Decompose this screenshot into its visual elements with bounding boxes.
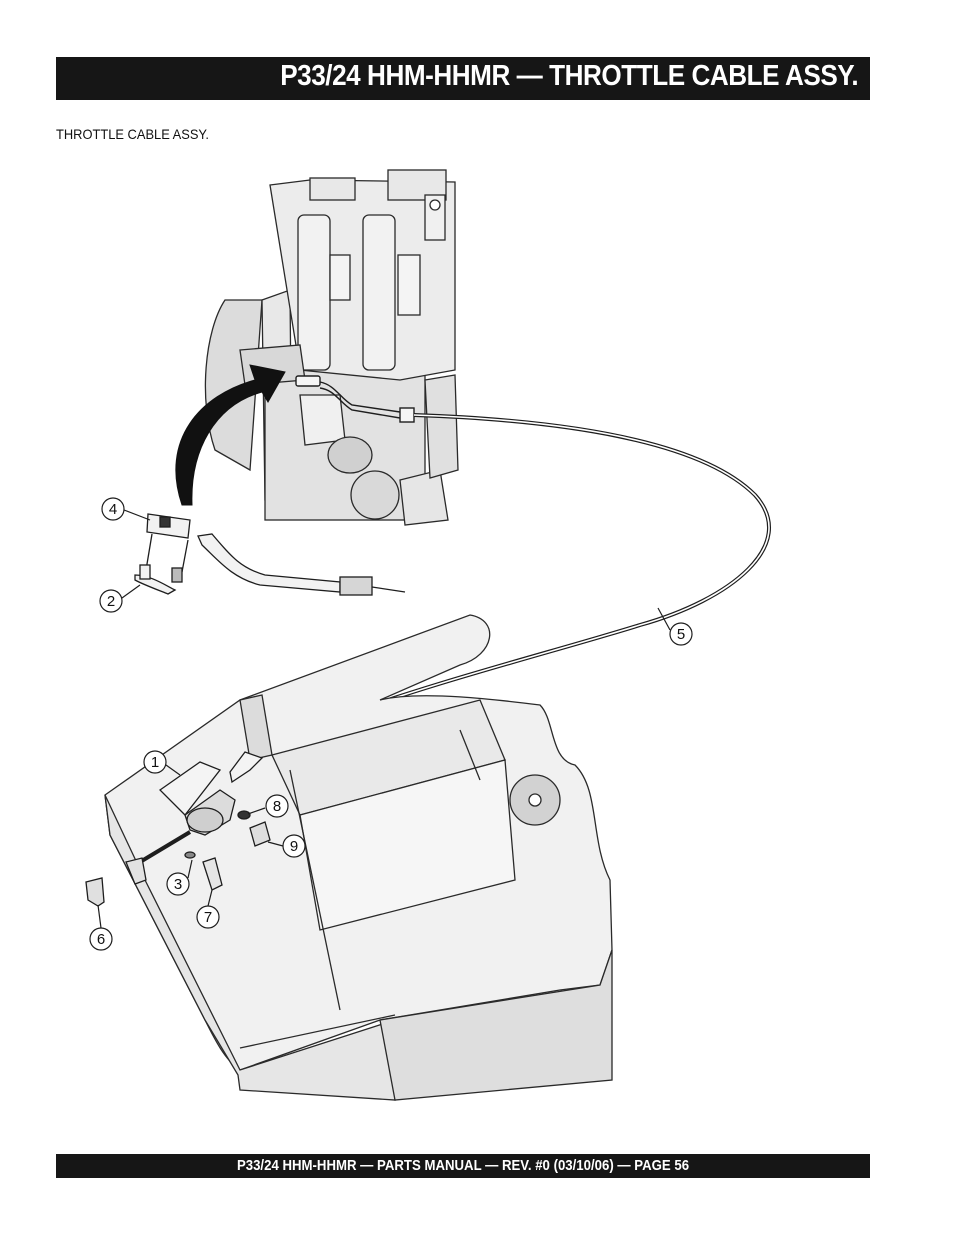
callout-1: 1 xyxy=(151,754,159,771)
callout-8: 8 xyxy=(273,798,281,815)
callout-4: 4 xyxy=(109,501,117,518)
header-bar: P33/24 HHM-HHMR — THROTTLE CABLE ASSY. xyxy=(56,57,870,100)
callout-5: 5 xyxy=(677,626,685,643)
section-subtitle: THROTTLE CABLE ASSY. xyxy=(56,126,209,142)
callout-3: 3 xyxy=(174,876,182,893)
callout-2: 2 xyxy=(107,593,115,610)
engine-illustration xyxy=(204,169,459,526)
footer-text: P33/24 HHM-HHMR — PARTS MANUAL — REV. #0… xyxy=(236,1157,690,1174)
callout-group xyxy=(89,497,693,951)
direction-arrow xyxy=(175,364,286,506)
footer-bar: P33/24 HHM-HHMR — PARTS MANUAL — REV. #0… xyxy=(56,1154,870,1178)
frame-illustration xyxy=(104,614,613,1101)
page-title: P33/24 HHM-HHMR — THROTTLE CABLE ASSY. xyxy=(280,60,858,92)
callout-6: 6 xyxy=(97,931,105,948)
throttle-bracket-assembly xyxy=(85,751,271,907)
callout-labels: 1 2 3 4 5 6 7 8 9 xyxy=(97,501,685,948)
callout-7: 7 xyxy=(204,909,212,926)
callout-9: 9 xyxy=(290,838,298,855)
clevis-assembly xyxy=(134,513,406,596)
